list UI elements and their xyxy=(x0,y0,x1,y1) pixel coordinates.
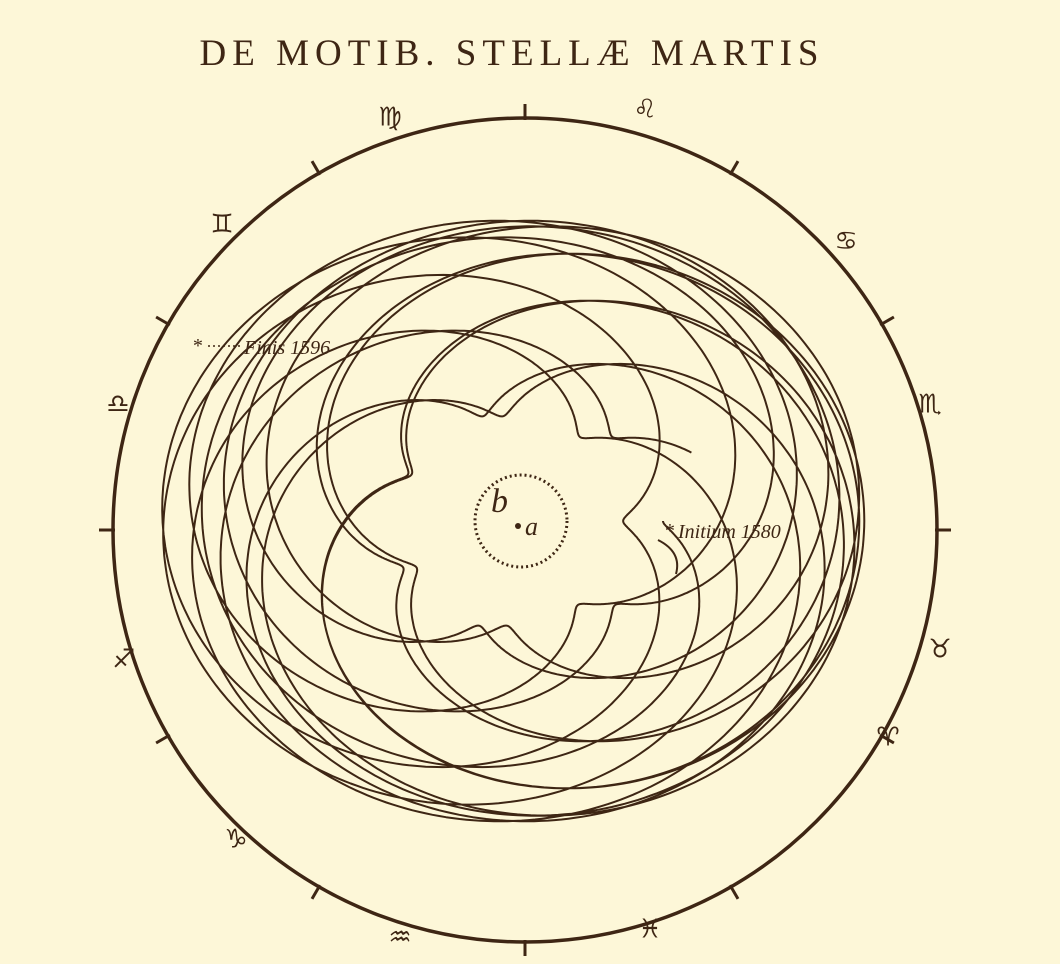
mars-orbit-curve xyxy=(161,219,866,823)
leo-sign: ♌ xyxy=(633,95,656,125)
zodiac-ticks xyxy=(99,104,951,956)
libra-sign: ♎ xyxy=(106,390,129,420)
sagittarius-sign: ♐ xyxy=(112,645,135,675)
capricorn-sign: ♑ xyxy=(224,825,247,855)
gemini-sign: ♊ xyxy=(210,210,233,240)
page-title: DE MOTIB. STELLÆ MARTIS xyxy=(199,33,825,74)
aries-sign: ♈ xyxy=(876,723,899,753)
finis-star: * xyxy=(192,335,202,357)
initium-tail xyxy=(657,539,679,575)
zodiac-tick xyxy=(728,884,740,900)
taurus-sign: ♉ xyxy=(928,635,951,665)
center-label-b: b xyxy=(491,483,508,520)
cancer-sign: ♋ xyxy=(834,227,857,257)
zodiac-signs: ♌ ♍ ♊ ♋ ♎ ♏ ♉ ♐ ♈ ♑ ♓ ♒ xyxy=(106,95,951,953)
scorpio-sign: ♏ xyxy=(918,390,941,420)
center-dot xyxy=(515,523,521,529)
zodiac-tick xyxy=(879,315,895,327)
zodiac-tick xyxy=(879,733,895,745)
initium-star: * xyxy=(664,520,674,542)
zodiac-tick xyxy=(728,160,740,176)
aquarius-sign: ♒ xyxy=(388,923,411,953)
center-label-a: a xyxy=(525,512,538,541)
zodiac-tick xyxy=(155,733,171,745)
zodiac-tick xyxy=(310,160,322,176)
mars-orbit-path xyxy=(161,219,866,823)
finis-label: Finis 1596 xyxy=(243,337,330,359)
virgo-sign: ♍ xyxy=(378,103,401,133)
zodiac-tick xyxy=(310,884,322,900)
pisces-sign: ♓ xyxy=(638,915,661,945)
zodiac-tick xyxy=(155,315,171,327)
initium-label: Initium 1580 xyxy=(677,521,781,543)
sun-orbit-dotted-circle xyxy=(473,473,569,569)
